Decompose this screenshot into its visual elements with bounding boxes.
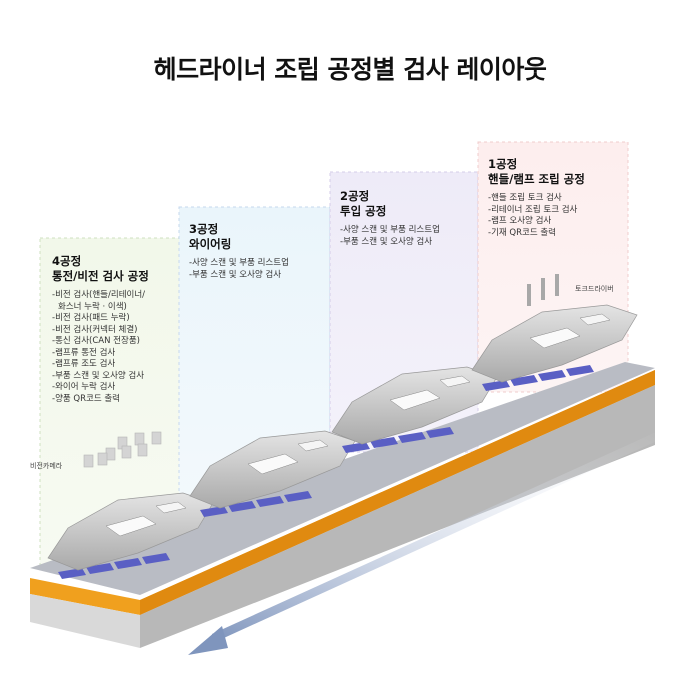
- headliner-station-4: [47, 492, 214, 579]
- station-4-item: -부품 스캔 및 오사양 검사: [52, 370, 145, 381]
- sunroof-opening: [105, 515, 157, 537]
- station-3-item: -부품 스캔 및 오사양 검사: [189, 269, 282, 280]
- jig-pad: [114, 558, 142, 569]
- jig-pad: [398, 432, 426, 443]
- station-4-item: -통신 검사(CAN 전장품): [52, 336, 140, 346]
- sunroof-opening: [247, 453, 299, 475]
- station-2-item: -사양 스캔 및 부품 리스트업: [340, 225, 440, 235]
- station-4-number: 4공정: [52, 254, 82, 268]
- torque-drivers: [527, 274, 559, 306]
- overhead-console-opening: [439, 375, 471, 388]
- station-4-item: 화스너 누락 · 이색): [58, 301, 127, 312]
- station-3-item: -사양 스캔 및 부품 리스트업: [189, 258, 289, 268]
- overhead-console-opening: [579, 313, 611, 326]
- torque-driver-label: 토크드라이버: [575, 285, 614, 293]
- station-4-item: -양품 QR코드 출력: [52, 393, 120, 404]
- jig-pad: [482, 380, 510, 391]
- station-3-number: 3공정: [189, 222, 219, 236]
- station-3-title: 와이어링: [189, 237, 232, 251]
- station-4-item: -비전 검사(패드 누락): [52, 313, 130, 323]
- headliner-station-2: [331, 366, 498, 453]
- jig-pad: [142, 553, 170, 564]
- station-1-item: -핸들 조립 토크 검사: [488, 193, 562, 203]
- station-3-text: 3공정 와이어링 -사양 스캔 및 부품 리스트업 -부품 스캔 및 오사양 검…: [189, 222, 289, 281]
- station-1-text: 1공정 핸들/램프 조립 공정 -핸들 조립 토크 검사 -리테이너 조립 토크…: [488, 157, 585, 239]
- jig-pad: [200, 506, 228, 517]
- jig-pad: [342, 442, 370, 453]
- jig-pad: [510, 375, 538, 386]
- jig-pad: [256, 496, 284, 507]
- station-4-title: 통전/비전 검사 공정: [52, 269, 149, 283]
- jig-pad: [86, 563, 114, 574]
- station-1-item: -램프 오사양 검사: [488, 216, 552, 226]
- headliner-station-3: [189, 430, 356, 517]
- jig-pad: [284, 491, 312, 502]
- station-2-number: 2공정: [340, 189, 370, 203]
- station-1-number: 1공정: [488, 157, 518, 171]
- jig-pad: [370, 437, 398, 448]
- conveyor: [30, 362, 655, 648]
- station-1-item: -기재 QR코드 출력: [488, 227, 556, 238]
- jig-pad: [538, 370, 566, 381]
- jig-pad: [426, 427, 454, 438]
- page-title: 헤드라이너 조립 공정별 검사 레이아웃: [153, 55, 547, 84]
- jig-pad: [58, 568, 86, 579]
- station-1-item: -리테이너 조립 토크 검사: [488, 204, 578, 215]
- station-2-text: 2공정 투입 공정 -사양 스캔 및 부품 리스트업 -부품 스캔 및 오사양 …: [340, 189, 440, 248]
- flow-direction-arrow: [188, 428, 668, 655]
- station-1-title: 핸들/램프 조립 공정: [488, 172, 585, 186]
- headliner-station-1: [471, 304, 638, 391]
- station-4-item: -비전 검사(핸들/리테이너/: [52, 290, 146, 300]
- station-4-item: -램프류 통전 검사: [52, 347, 116, 358]
- station-2-title: 투입 공정: [340, 204, 387, 218]
- station-4-item: -램프류 조도 검사: [52, 359, 116, 369]
- station-4-text: 4공정 통전/비전 검사 공정 -비전 검사(핸들/리테이너/ 화스너 누락 ·…: [52, 254, 149, 405]
- vision-camera-label: 비전카메라: [30, 462, 63, 470]
- station-4-item: -비전 검사(커넥터 체결): [52, 324, 138, 335]
- station-2-item: -부품 스캔 및 오사양 검사: [340, 236, 433, 247]
- jig-pad: [566, 365, 594, 376]
- sunroof-opening: [529, 327, 581, 349]
- jig-pad: [228, 501, 256, 512]
- overhead-console-opening: [297, 439, 329, 452]
- vision-cameras: [83, 431, 162, 468]
- station-4-item: -와이어 누락 검사: [52, 382, 116, 392]
- overhead-console-opening: [155, 501, 187, 514]
- sunroof-opening: [389, 389, 441, 411]
